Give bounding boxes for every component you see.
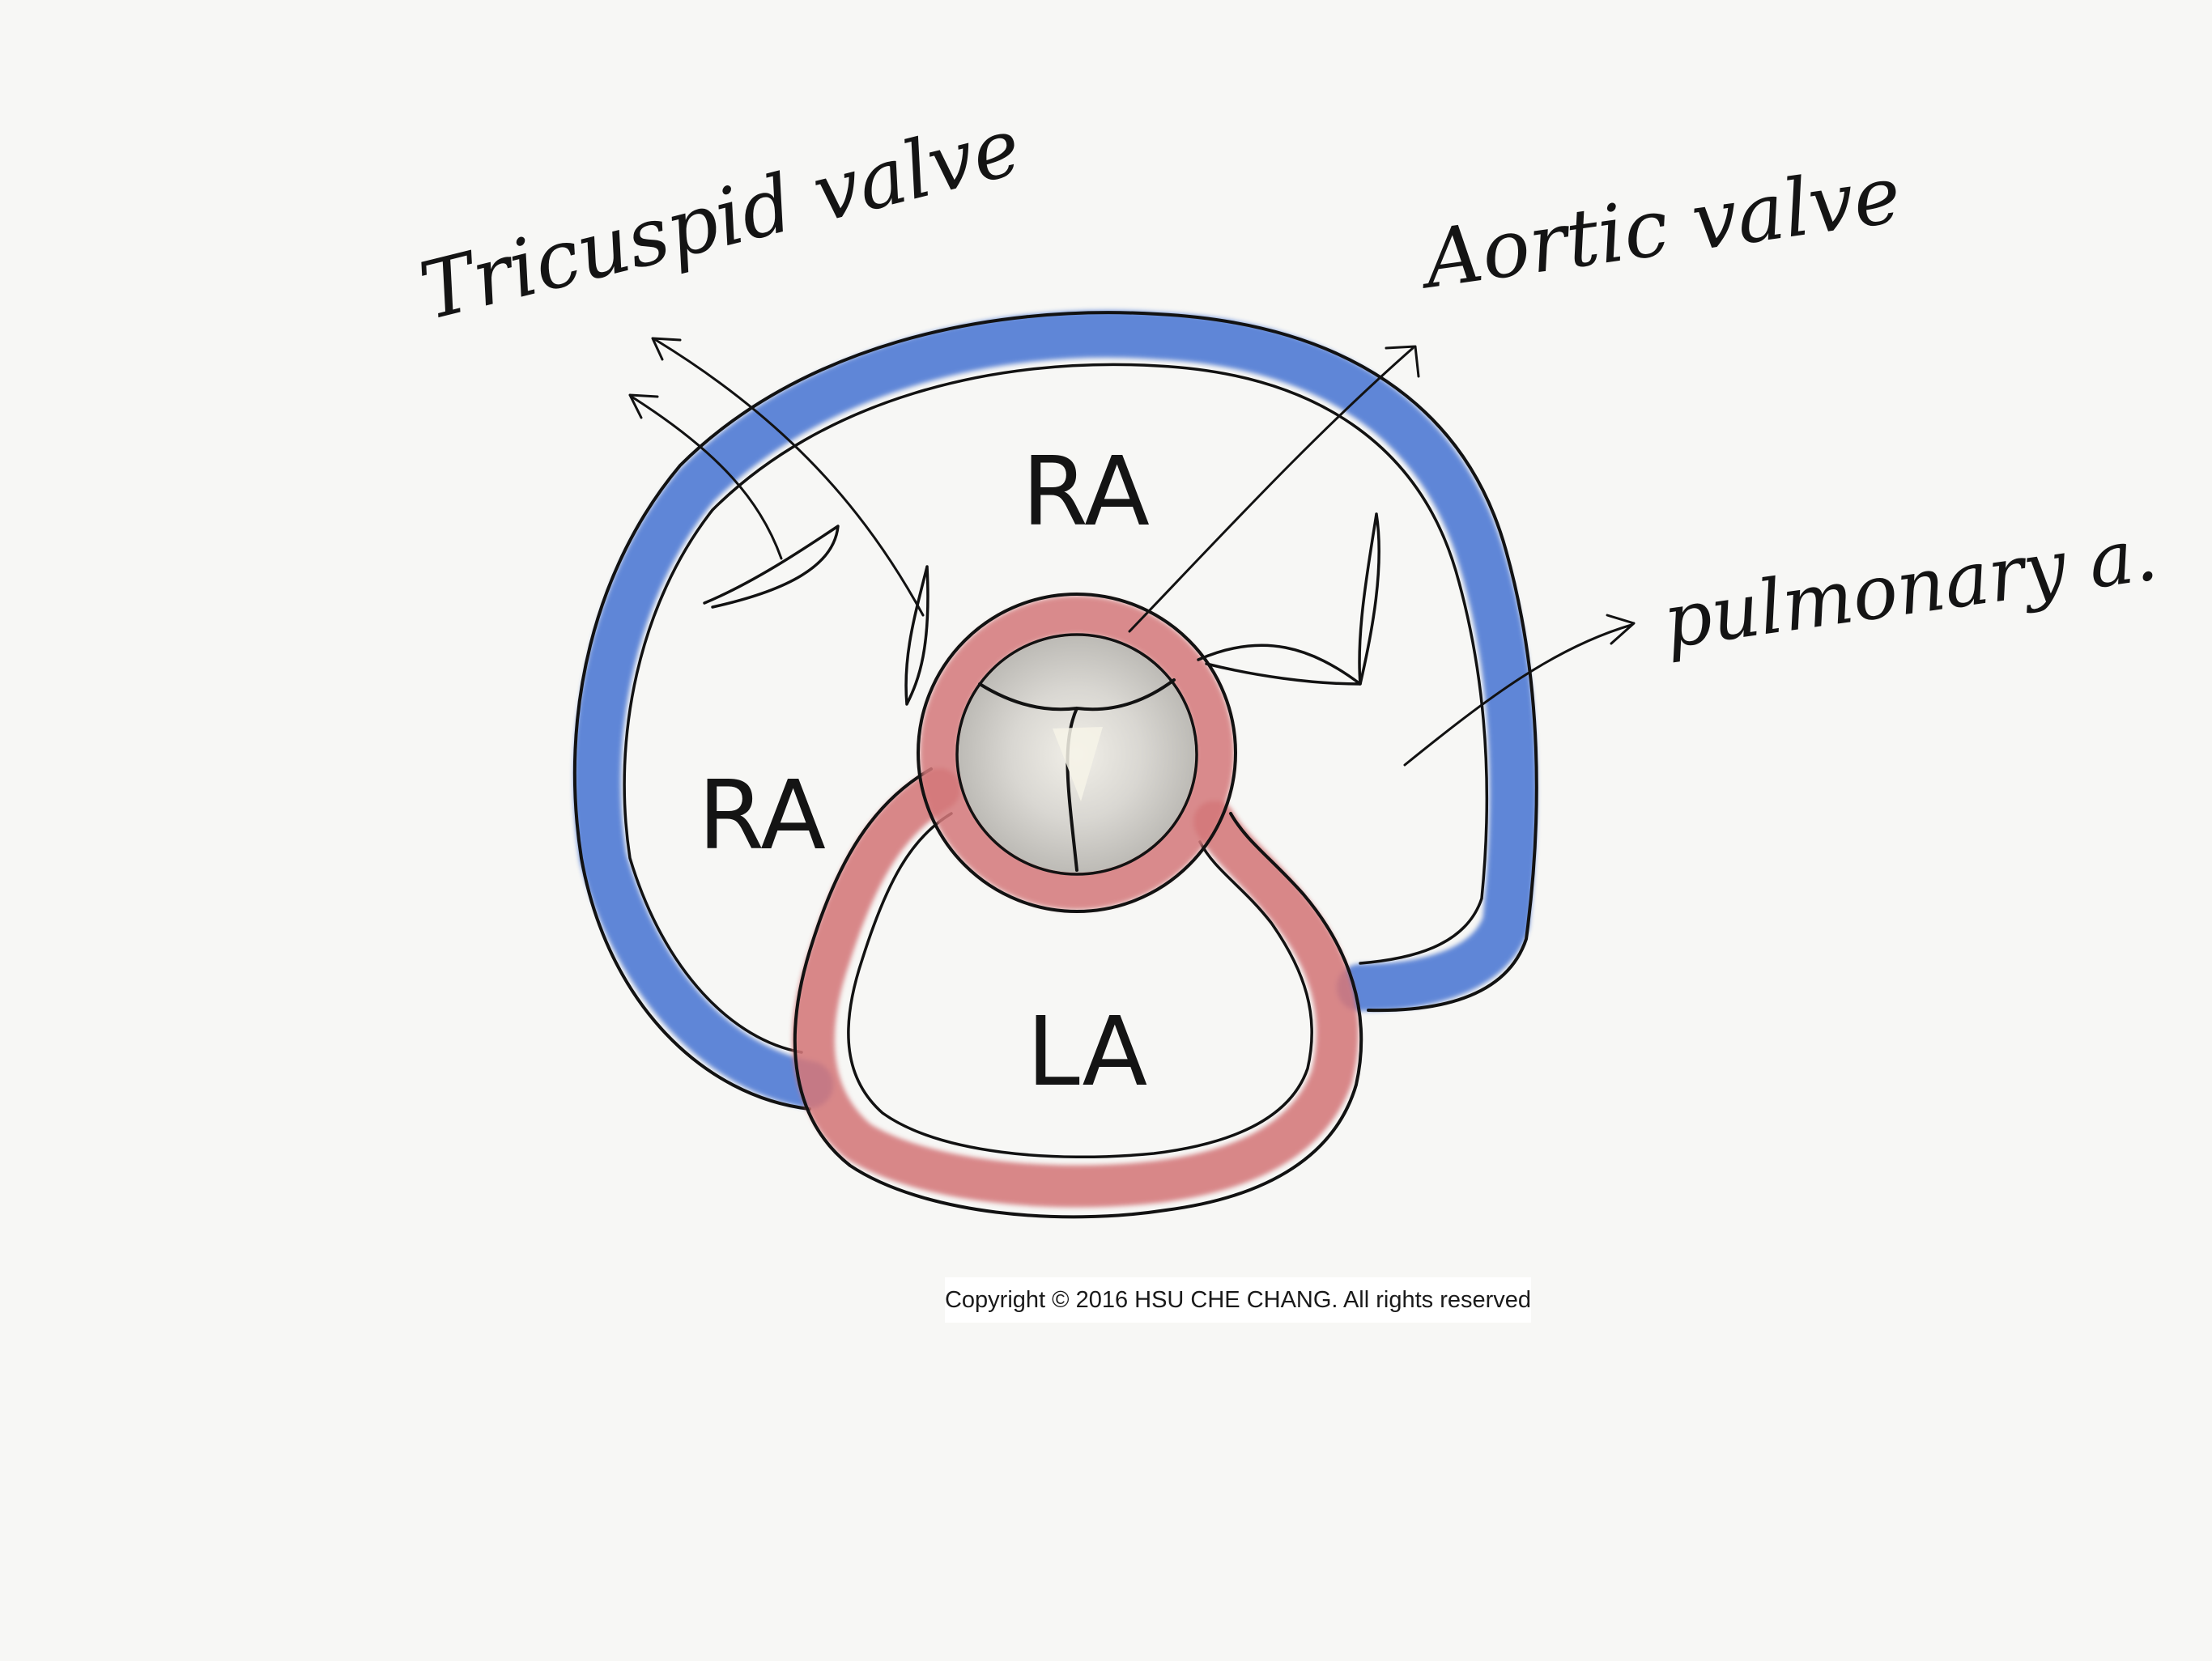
tricuspid-leaflet-center: [904, 565, 929, 706]
ra-left-label: RA: [698, 759, 826, 871]
pointer-arrows: [628, 337, 1636, 767]
aortic-arrow-head: [1385, 345, 1420, 378]
blue-ring-outer-ink: [572, 311, 1538, 1111]
leaflet-sketches: [703, 512, 1380, 706]
pulmonary-artery-label: pulmonary a.: [1658, 510, 2163, 665]
aortic-arrow: [1128, 346, 1414, 633]
blue-ring-inner-ink: [623, 363, 1489, 1054]
right-heart-ring: [572, 310, 1538, 1111]
valve-center: [1053, 727, 1103, 801]
tricuspid-leaflet-left: [703, 525, 840, 609]
valve-commissure-lines: [978, 678, 1176, 872]
aortic-root: [917, 593, 1237, 913]
pulmonary-leaflet-upper: [1358, 512, 1380, 686]
blue-ring-fill: [573, 310, 1537, 1108]
left-heart-atrium: [792, 767, 1363, 1219]
pulmonary-arrow: [1403, 623, 1633, 767]
tricuspid-arrow-1: [630, 395, 783, 560]
la-inner-ink: [847, 812, 1313, 1159]
copyright-notice: Copyright © 2016 HSU CHE CHANG. All righ…: [945, 1277, 1531, 1323]
tricuspid-valve-label: Tricuspid valve: [411, 100, 1029, 338]
la-wall-fill: [792, 768, 1359, 1208]
tricuspid-arrow-1-head: [628, 393, 659, 419]
ra-top-label: RA: [1022, 435, 1150, 547]
la-outer-ink: [793, 767, 1363, 1219]
aortic-ring-inner-ink: [955, 633, 1198, 876]
la-label: LA: [1027, 996, 1147, 1107]
tricuspid-arrow-2-head: [651, 337, 682, 361]
tricuspid-arrow-2: [654, 338, 925, 617]
pulmonary-leaflet-right: [1197, 644, 1362, 686]
aortic-ring-fill: [920, 596, 1234, 910]
aortic-valve-label: Aortic valve: [1413, 149, 1907, 308]
aortic-ring-outer-ink: [917, 593, 1237, 913]
pulmonary-arrow-head: [1606, 614, 1636, 645]
